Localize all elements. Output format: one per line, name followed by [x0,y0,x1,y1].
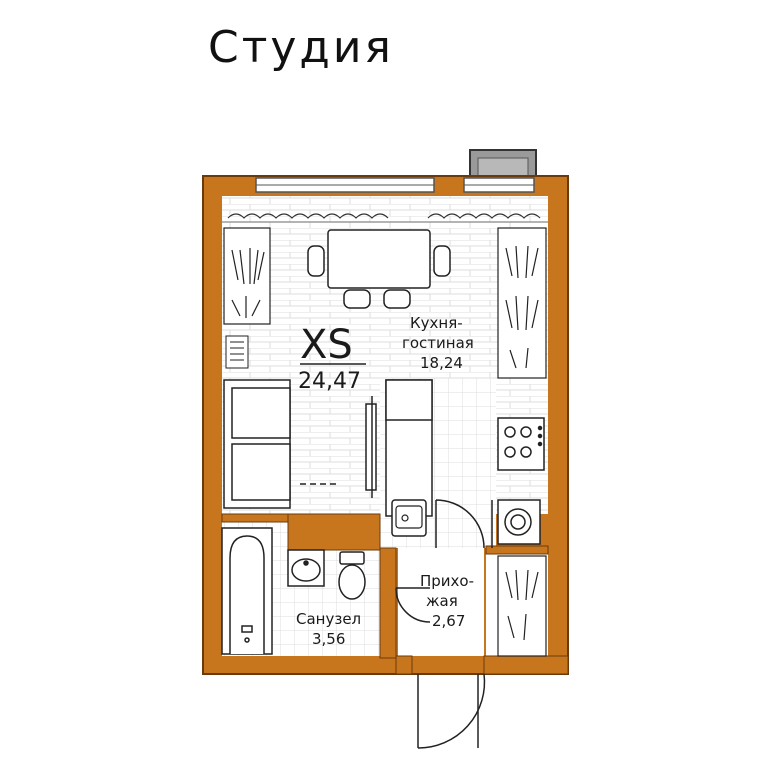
wardrobe-icon [223,227,547,657]
hallway-area: 2,67 [432,612,465,630]
heater-icon [225,335,249,369]
bathtub-icon [221,527,273,655]
plan-type-label: XS [300,322,353,368]
sink-icon [395,505,423,529]
plan-title: Студия [208,22,394,73]
bathroom-area: 3,56 [312,630,345,648]
door-icon [395,499,493,749]
toilet-icon [338,551,366,600]
tv-icon [365,396,377,498]
sofa-icon [223,379,340,509]
total-area-label: 24,47 [298,369,361,394]
hallway-name-line1: Прихо- [420,572,474,590]
kitchen-living-name-line2: гостиная [402,334,474,352]
washing-machine-icon [497,499,541,545]
bathroom-name: Санузел [296,610,361,628]
kitchen-living-area: 18,24 [420,354,463,372]
kitchen-living-name-line1: Кухня- [410,314,463,332]
stove-icon [497,417,545,471]
bathroom-sink-icon [287,549,325,587]
interior-walls [221,513,569,675]
hallway-name-line2: жая [426,592,458,610]
windows [255,177,535,193]
dining-table-icon [307,229,451,309]
radiator-icon [222,213,548,223]
